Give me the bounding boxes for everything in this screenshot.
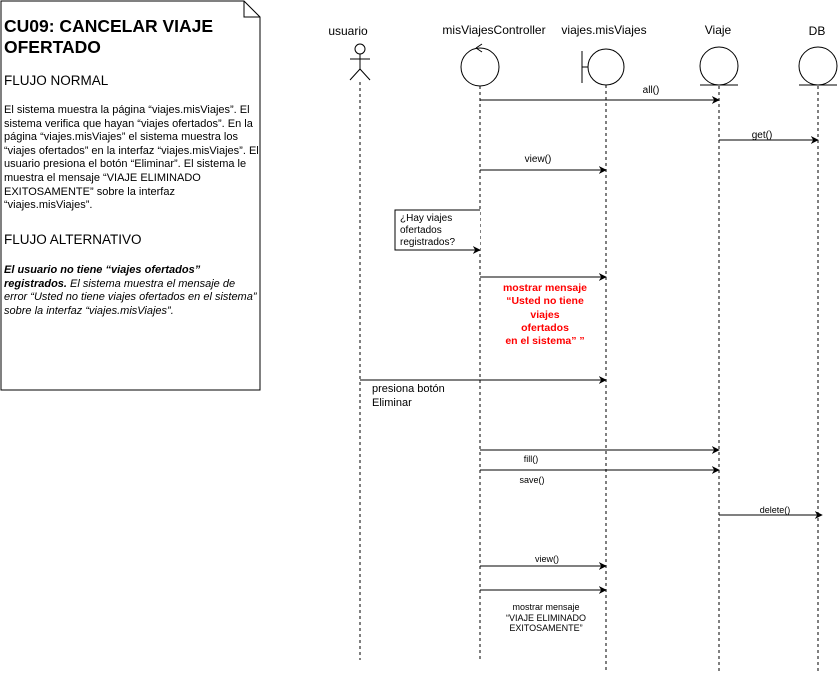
msg-get-label: get() (752, 130, 773, 141)
msg-view-1-label: view() (525, 154, 552, 165)
alt-flow-bold: El usuario no tiene “viajes ofertados” r… (4, 264, 201, 290)
normal-flow-text: El sistema muestra la página “viajes.mis… (4, 104, 259, 212)
press-eliminar-label: presiona botón Eliminar (372, 383, 445, 409)
normal-flow-heading: FLUJO NORMAL (4, 73, 109, 88)
use-case-note (0, 0, 261, 391)
success-message-text: mostrar mensaje “VIAJE ELIMINADO EXITOSA… (505, 602, 586, 633)
lifelines (359, 82, 819, 672)
msg-all-label: all() (643, 85, 660, 96)
participant-label-controller: misViajesController (442, 23, 545, 37)
participant-label-boundary: viajes.misViajes (561, 23, 646, 37)
note-title: CU09: CANCELAR VIAJE OFERTADO (4, 16, 214, 57)
entity-icon-viaje (699, 46, 739, 86)
actor-icon (349, 43, 371, 81)
condition-box (394, 209, 480, 251)
boundary-icon (581, 48, 625, 86)
msg-view-2-label: view() (535, 554, 559, 564)
alt-flow-heading: FLUJO ALTERNATIVO (4, 232, 142, 247)
control-icon (460, 43, 500, 87)
alt-flow-text: El usuario no tiene “viajes ofertados” r… (4, 264, 260, 318)
participant-label-usuario: usuario (328, 24, 368, 38)
condition-text: ¿Hay viajes ofertados registrados? (400, 213, 456, 248)
msg-delete-label: delete() (760, 505, 791, 515)
participant-label-viaje: Viaje (705, 23, 732, 37)
msg-fill-label: fill() (524, 454, 539, 464)
entity-icon-db (798, 46, 838, 86)
error-message-text: mostrar mensaje “Usted no tiene viajes o… (502, 282, 588, 348)
msg-save-label: save() (519, 475, 544, 485)
participant-label-db: DB (809, 24, 826, 38)
alt-flow-rest: El sistema muestra el mensaje de error “… (4, 277, 257, 317)
